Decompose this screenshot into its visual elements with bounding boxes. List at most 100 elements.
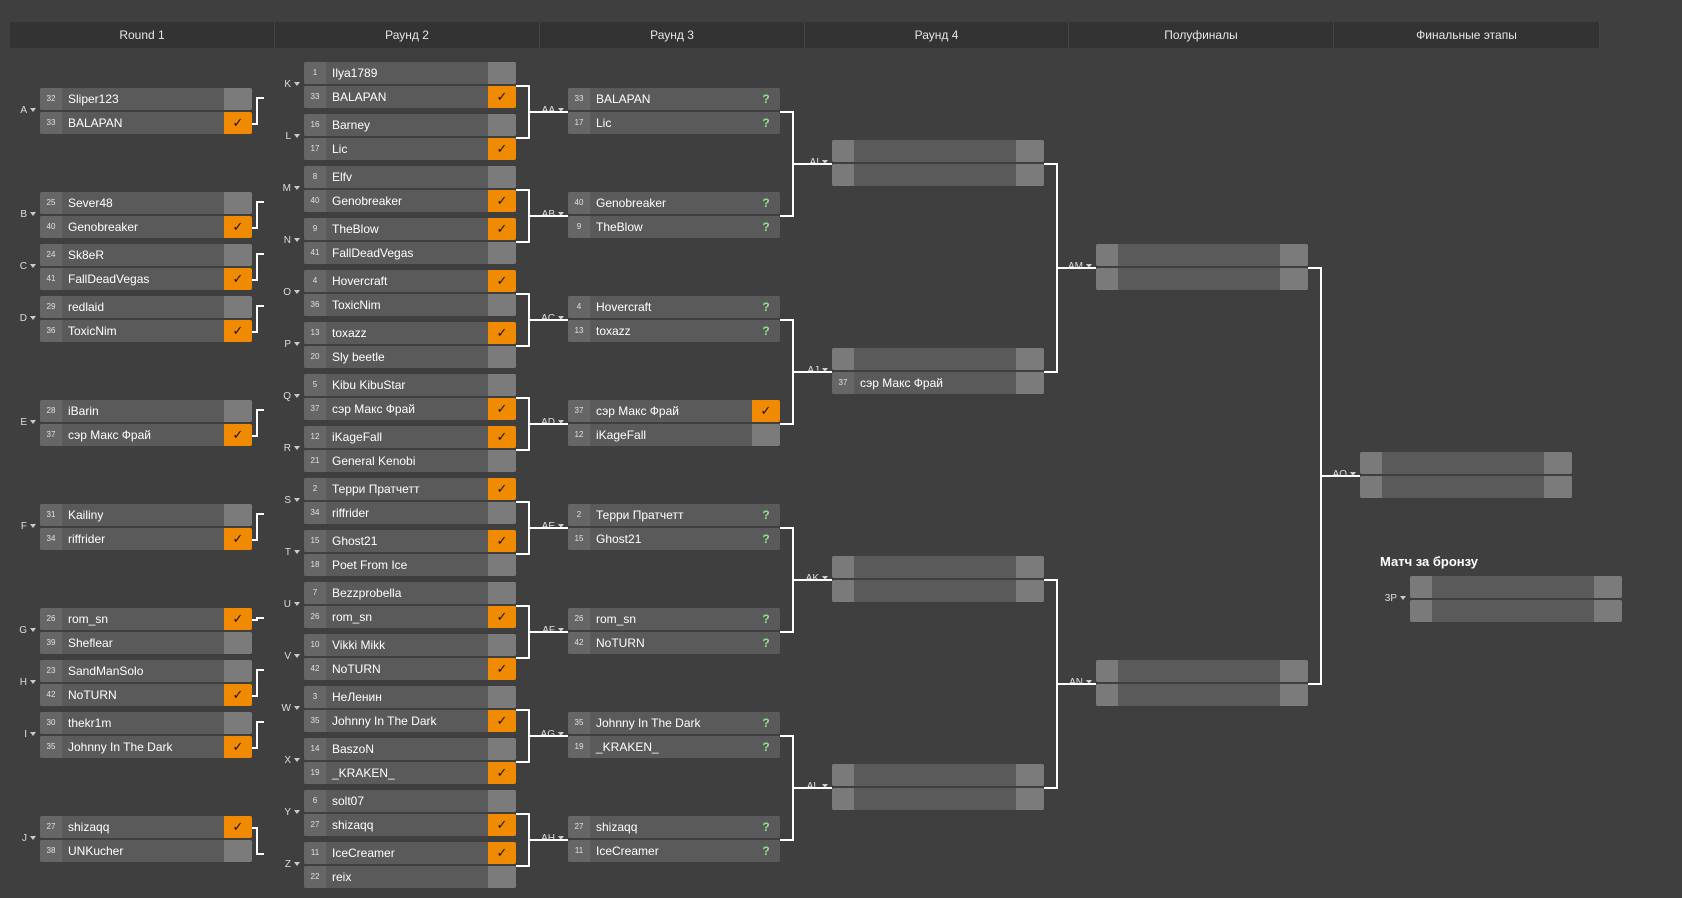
match-slot-bot[interactable]: 19_KRAKEN_? xyxy=(568,736,780,758)
match-slot-top[interactable] xyxy=(832,140,1044,162)
match-slot-bot[interactable] xyxy=(1360,476,1572,498)
match-label[interactable]: Y xyxy=(260,807,300,819)
pending-score[interactable]: ? xyxy=(762,300,770,314)
pending-score[interactable]: ? xyxy=(762,532,770,546)
winner-check-icon[interactable]: ✓ xyxy=(224,736,252,758)
score-box[interactable] xyxy=(1016,764,1044,786)
score-box[interactable] xyxy=(1280,660,1308,682)
score-box[interactable] xyxy=(1280,244,1308,266)
score-box[interactable] xyxy=(1016,788,1044,810)
score-box[interactable] xyxy=(488,242,516,264)
winner-check-icon[interactable]: ✓ xyxy=(488,86,516,108)
pending-score[interactable]: ? xyxy=(762,844,770,858)
winner-check-icon[interactable]: ✓ xyxy=(488,322,516,344)
score-box[interactable] xyxy=(488,450,516,472)
score-box[interactable] xyxy=(1280,684,1308,706)
winner-check-icon[interactable]: ✓ xyxy=(224,528,252,550)
match-label[interactable]: H xyxy=(0,677,36,689)
score-box[interactable] xyxy=(488,114,516,136)
match-label[interactable]: M xyxy=(260,183,300,195)
winner-check-icon[interactable]: ✓ xyxy=(488,530,516,552)
score-box[interactable] xyxy=(224,88,252,110)
score-box[interactable] xyxy=(488,374,516,396)
match-slot-top[interactable] xyxy=(1360,452,1572,474)
winner-check-icon[interactable]: ✓ xyxy=(488,270,516,292)
match-label[interactable]: B xyxy=(0,209,36,221)
score-box[interactable] xyxy=(1544,452,1572,474)
score-box[interactable] xyxy=(224,712,252,734)
match-slot-top[interactable] xyxy=(1096,660,1308,682)
match-label[interactable]: F xyxy=(0,521,36,533)
winner-check-icon[interactable]: ✓ xyxy=(752,400,780,422)
score-box[interactable] xyxy=(224,244,252,266)
match-label[interactable]: P xyxy=(260,339,300,351)
score-box[interactable] xyxy=(752,424,780,446)
score-box[interactable] xyxy=(224,192,252,214)
match-label[interactable]: AK xyxy=(788,573,828,585)
score-box[interactable] xyxy=(1016,164,1044,186)
winner-check-icon[interactable]: ✓ xyxy=(488,426,516,448)
winner-check-icon[interactable]: ✓ xyxy=(488,814,516,836)
winner-check-icon[interactable]: ✓ xyxy=(224,608,252,630)
pending-score[interactable]: ? xyxy=(762,740,770,754)
score-box[interactable] xyxy=(1280,268,1308,290)
winner-check-icon[interactable]: ✓ xyxy=(224,424,252,446)
winner-check-icon[interactable]: ✓ xyxy=(488,606,516,628)
winner-check-icon[interactable]: ✓ xyxy=(224,816,252,838)
score-box[interactable] xyxy=(1594,600,1622,622)
match-label[interactable]: AN xyxy=(1052,677,1092,689)
match-slot-bot[interactable] xyxy=(1096,268,1308,290)
score-box[interactable] xyxy=(224,504,252,526)
match-label[interactable]: AB xyxy=(524,209,564,221)
match-label[interactable]: AO xyxy=(1316,469,1356,481)
match-label[interactable]: Z xyxy=(260,859,300,871)
score-box[interactable] xyxy=(224,840,252,862)
match-slot-top[interactable] xyxy=(1096,244,1308,266)
match-label[interactable]: U xyxy=(260,599,300,611)
match-label[interactable]: R xyxy=(260,443,300,455)
pending-score[interactable]: ? xyxy=(762,324,770,338)
score-box[interactable] xyxy=(1594,576,1622,598)
score-box[interactable] xyxy=(488,738,516,760)
match-label[interactable]: AJ xyxy=(788,365,828,377)
score-box[interactable] xyxy=(224,632,252,654)
score-box[interactable] xyxy=(1016,140,1044,162)
match-label[interactable]: AG xyxy=(524,729,564,741)
match-label[interactable]: AM xyxy=(1052,261,1092,273)
match-label[interactable]: I xyxy=(0,729,36,741)
match-label[interactable]: S xyxy=(260,495,300,507)
score-box[interactable] xyxy=(488,582,516,604)
winner-check-icon[interactable]: ✓ xyxy=(488,710,516,732)
match-label[interactable]: T xyxy=(260,547,300,559)
